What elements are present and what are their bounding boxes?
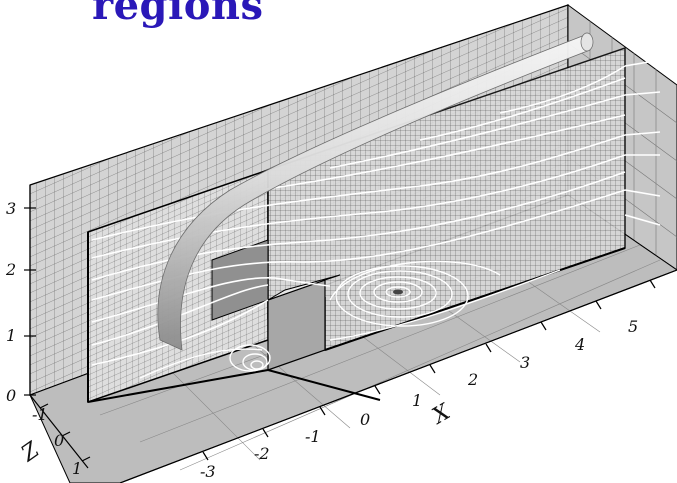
x-axis-label: X (427, 399, 456, 430)
x-tick-neg2: -2 (254, 444, 270, 463)
z-tick-1: 1 (72, 459, 82, 478)
x-tick-3: 3 (520, 353, 530, 372)
x-axis (119, 269, 677, 483)
x-tick-2: 2 (467, 370, 478, 389)
z-tick-0: 0 (54, 431, 64, 450)
x-tick-4: 4 (574, 335, 585, 354)
recirculation-vortex-icon (329, 260, 561, 341)
x-tick-neg1: -1 (305, 427, 321, 446)
x-tick-0: 0 (360, 410, 370, 429)
upstream-vortex-icon (139, 344, 271, 379)
x-tick-neg3: -3 (200, 462, 216, 481)
z-tick-neg1: -1 (32, 405, 48, 424)
z-axis-label: Z (16, 437, 44, 467)
y-tick-1: 1 (6, 326, 16, 345)
figure-title: regions (92, 0, 264, 29)
x-tick-1: 1 (412, 391, 422, 410)
y-tick-0: 0 (6, 386, 16, 405)
y-tick-3: 3 (6, 199, 16, 218)
x-tick-5: 5 (628, 317, 638, 336)
z-axis (29, 394, 91, 469)
y-tick-2: 2 (5, 260, 16, 279)
